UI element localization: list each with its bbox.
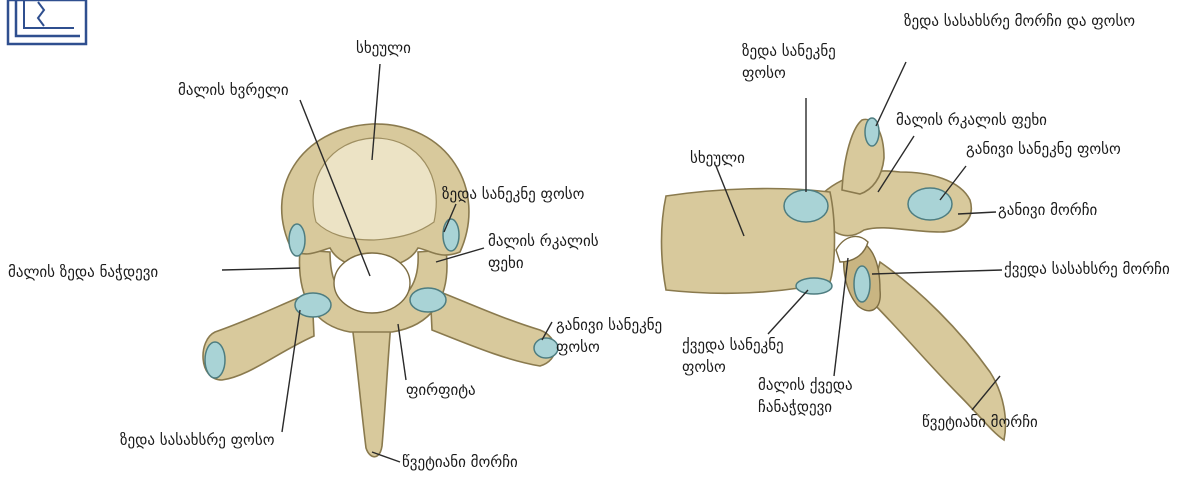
transverse-costal-facet-left [205,342,225,378]
label-lamina: ფირფიტა [406,380,476,400]
superior-articular-facet-right [410,288,446,312]
label-lateral-spinous-process: წვეტიანი მორჩი [922,412,1038,432]
label-superior-costal-fovea: ზედა სანეკნე ფოსო [442,184,584,204]
lateral-superior-costal-facet [784,190,828,222]
lateral-inferior-articular-facet [854,266,870,302]
superior-costal-facet-left [289,224,305,256]
logo-mark-icon [8,0,86,44]
label-superior-articular-fovea: ზედა სასახსრე ფოსო [120,430,274,450]
label-body: სხეული [356,38,411,58]
superior-articular-facet-left [295,293,331,317]
superior-costal-facet-right [443,219,459,251]
label-lateral-superior-costal-fovea: ზედა სანეკნე ფოსო [742,40,882,84]
lateral-superior-articular-facet [865,118,879,146]
label-inferior-costal-fovea: ქვედა სანეკნე ფოსო [682,334,832,378]
label-lateral-pedicle: მალის რკალის ფეხი [896,110,1047,130]
lateral-inferior-costal-facet [796,278,832,294]
vertebra-superior-view [203,124,558,457]
label-spinous-process: წვეტიანი მორჩი [402,452,518,472]
transverse-costal-facet-right [534,338,558,358]
label-pedicle: მალის რკალის ფეხი [488,230,638,274]
label-vertebral-foramen: მალის ხვრელი [178,80,289,100]
vertebral-foramen-shape [334,253,410,313]
label-lateral-transverse-costal-fovea: განივი სანეკნე ფოსო [966,138,1136,160]
label-lateral-body: სხეული [690,148,745,168]
label-inferior-notch: მალის ქვედა ჩანაჭდევი [758,374,908,418]
label-superior-notch: მალის ზედა ნაჭდევი [8,262,158,282]
label-inferior-articular-process: ქვედა სასახსრე მორჩი [1004,258,1174,280]
label-transverse-process: განივი მორჩი [998,200,1097,220]
label-superior-articular-process: ზედა სასახსრე მორჩი და ფოსო [904,10,1144,32]
